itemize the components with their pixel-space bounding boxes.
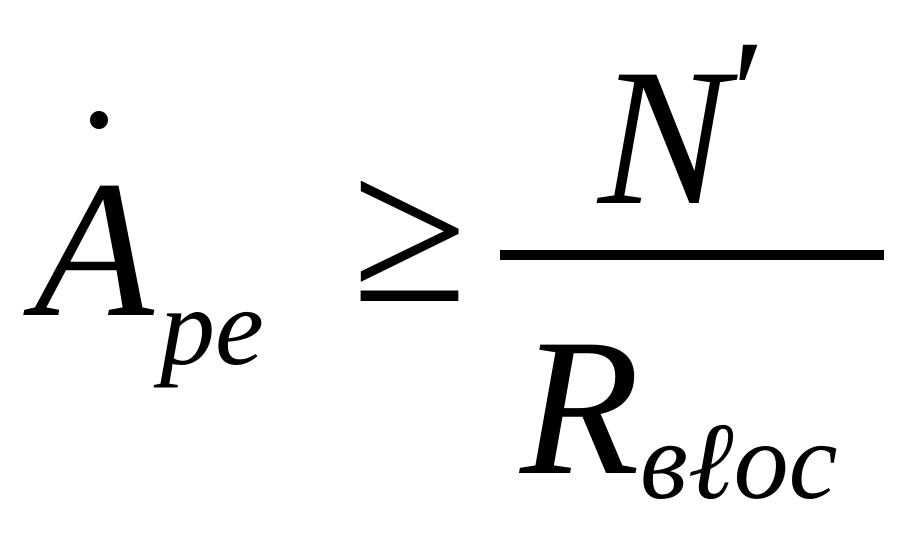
relation-symbol: ≥ [352,115,468,347]
left-subscript: pe [160,266,264,388]
dot-accent [90,111,108,129]
fraction-bar [500,250,884,260]
denominator: R [520,299,640,516]
left-variable: A [34,141,154,358]
denominator-subscript: вℓoc [640,400,838,522]
numerator: N [598,29,729,246]
numerator-prime: ′ [732,10,765,176]
